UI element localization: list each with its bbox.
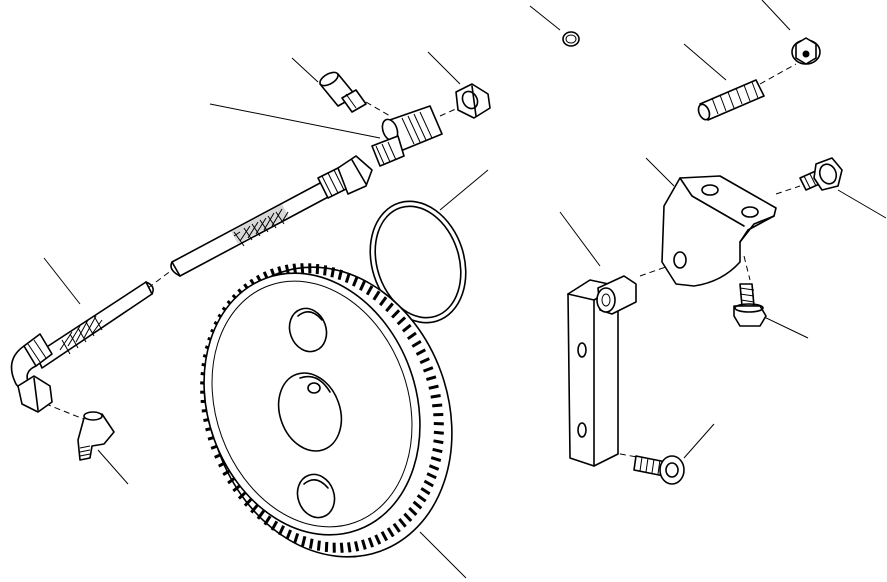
gear-tooth	[324, 541, 329, 552]
gear-tooth	[361, 539, 367, 550]
gear-tooth	[419, 357, 430, 365]
plate-bolt	[633, 455, 685, 485]
gear-tooth	[391, 309, 401, 319]
bracket-bolt-upper	[799, 157, 843, 191]
gear-tooth	[432, 403, 443, 408]
gear-tooth	[243, 497, 253, 507]
gear-tooth	[263, 515, 272, 526]
gear-tooth	[293, 532, 300, 544]
hose-nut	[455, 83, 491, 119]
gear-tooth	[344, 272, 351, 284]
gear-tooth	[378, 296, 388, 307]
gear-tooth	[385, 302, 394, 313]
gear-tooth	[392, 522, 401, 533]
gear-tooth	[386, 527, 395, 538]
gear-tooth	[408, 506, 418, 516]
leader-lines	[43, 0, 887, 579]
gear-tooth	[401, 323, 412, 333]
gear-tooth	[403, 512, 413, 523]
gear-tooth	[430, 456, 442, 463]
gear-tooth	[347, 542, 352, 553]
gear-tooth	[316, 540, 321, 551]
gear-tooth	[420, 487, 431, 496]
braid-pattern-upper	[231, 204, 289, 247]
sensor-bracket	[661, 175, 777, 287]
gear-tooth	[374, 534, 382, 545]
gear-tooth	[426, 472, 437, 480]
gear-tooth	[422, 366, 434, 373]
gear-tooth	[315, 264, 320, 275]
gear-tooth	[430, 394, 441, 399]
gear-tooth	[337, 269, 343, 281]
gear-tooth	[411, 340, 422, 348]
gear-tooth	[301, 535, 307, 547]
gear-tooth	[428, 464, 440, 471]
gear-tooth	[433, 430, 444, 435]
gear-tooth	[432, 447, 443, 454]
gear-tooth	[359, 280, 366, 291]
gear-tooth	[323, 265, 328, 276]
gear-tooth	[250, 503, 259, 514]
straight-connector	[319, 71, 367, 113]
gear-tooth	[308, 538, 314, 549]
gear-tooth	[285, 529, 292, 540]
gear-tooth	[425, 375, 437, 382]
gear-tooth	[256, 509, 266, 520]
gear-tooth	[416, 494, 427, 503]
gear-tooth	[396, 316, 407, 326]
gear-tooth	[354, 541, 360, 552]
gear-tooth	[330, 267, 336, 278]
o-ring-small	[562, 31, 580, 47]
gear-tooth	[412, 500, 423, 510]
gear-tooth	[367, 537, 375, 548]
gear-tooth	[270, 520, 279, 531]
mounting-plate	[567, 275, 637, 467]
gear-tooth	[300, 263, 305, 274]
gear-tooth	[339, 542, 344, 553]
gear-tooth	[428, 384, 439, 390]
hose-assembly	[10, 155, 373, 413]
braid-pattern-lower	[59, 315, 103, 355]
tee-fitting	[371, 105, 443, 167]
o-ring-large	[369, 200, 467, 324]
elbow-fitting	[77, 411, 115, 461]
gear-tooth	[415, 348, 427, 356]
gear-tooth	[372, 290, 381, 301]
tone-wheel-gear	[200, 263, 453, 558]
flange-nut	[791, 37, 821, 65]
gear-tooth	[278, 525, 285, 536]
gear-tooth	[423, 479, 434, 488]
gear-tooth	[352, 276, 359, 287]
bracket-bolt-lower	[733, 283, 767, 327]
gear-tooth	[380, 530, 389, 542]
gear-tooth	[406, 331, 417, 341]
gear-tooth	[433, 439, 444, 445]
gear-tooth	[365, 285, 374, 296]
gear-tooth	[398, 517, 407, 528]
gear-tooth	[292, 263, 297, 274]
stud	[697, 79, 765, 121]
